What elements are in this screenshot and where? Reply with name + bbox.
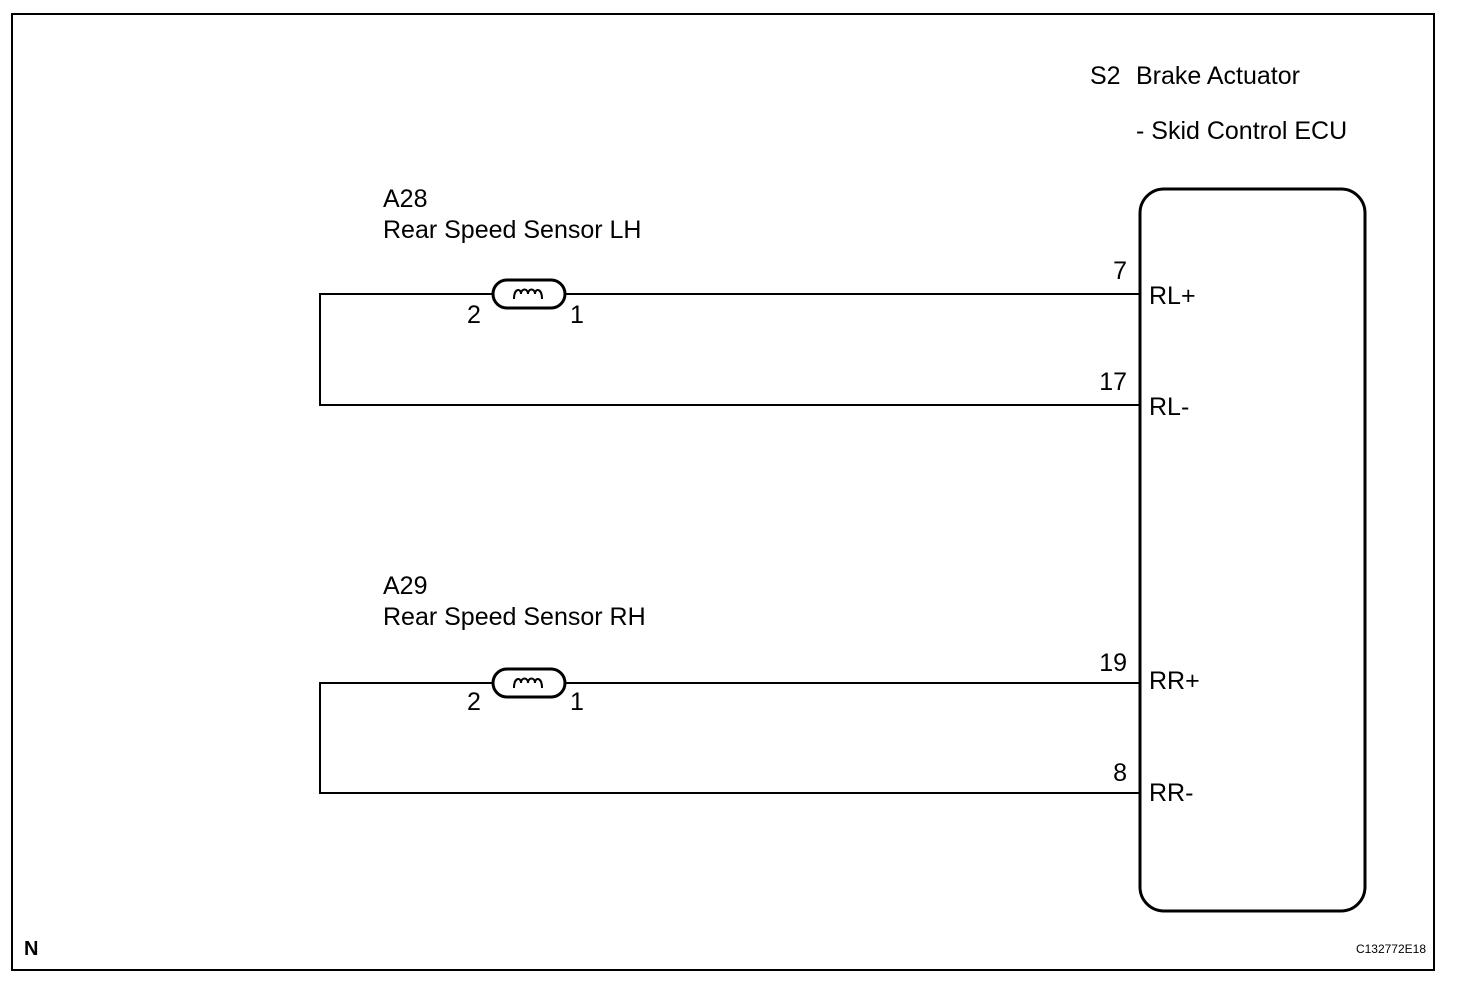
ecu-pin-number-rl-minus: 17 xyxy=(1099,368,1127,396)
ecu-pin-name-rl-plus: RL+ xyxy=(1149,282,1196,310)
ecu-pin-number-rr-plus: 19 xyxy=(1099,649,1127,677)
corner-mark: N xyxy=(24,938,39,960)
sensor-lh-connector: A28 xyxy=(383,185,428,213)
ecu-pin-name-rr-plus: RR+ xyxy=(1149,667,1200,695)
sensor-lh-symbol xyxy=(491,278,567,310)
diagram-frame xyxy=(11,13,1435,971)
ecu-pin-number-rr-minus: 8 xyxy=(1113,759,1127,787)
ecu-pin-name-rl-minus: RL- xyxy=(1149,393,1190,421)
ecu-connector-label: S2 xyxy=(1090,62,1121,90)
sensor-rh-connector: A29 xyxy=(383,572,428,600)
figure-code: C132772E18 xyxy=(1355,942,1426,956)
wire-rl-minus-loop xyxy=(319,293,1140,406)
ecu-body xyxy=(1138,187,1367,913)
sensor-lh-pin-right: 1 xyxy=(570,301,584,329)
ecu-name-label: Brake Actuator xyxy=(1136,62,1300,90)
ecu-pin-number-rl-plus: 7 xyxy=(1113,257,1127,285)
ecu-pin-name-rr-minus: RR- xyxy=(1149,779,1194,807)
sensor-rh-pin-right: 1 xyxy=(570,688,584,716)
sensor-rh-name: Rear Speed Sensor RH xyxy=(383,603,646,631)
wire-rr-minus-loop xyxy=(319,682,1140,794)
sensor-lh-name: Rear Speed Sensor LH xyxy=(383,216,642,244)
sensor-lh-pin-left: 2 xyxy=(467,301,481,329)
sensor-rh-symbol xyxy=(491,667,567,699)
ecu-subname-label: - Skid Control ECU xyxy=(1136,117,1348,145)
sensor-rh-pin-left: 2 xyxy=(467,688,481,716)
